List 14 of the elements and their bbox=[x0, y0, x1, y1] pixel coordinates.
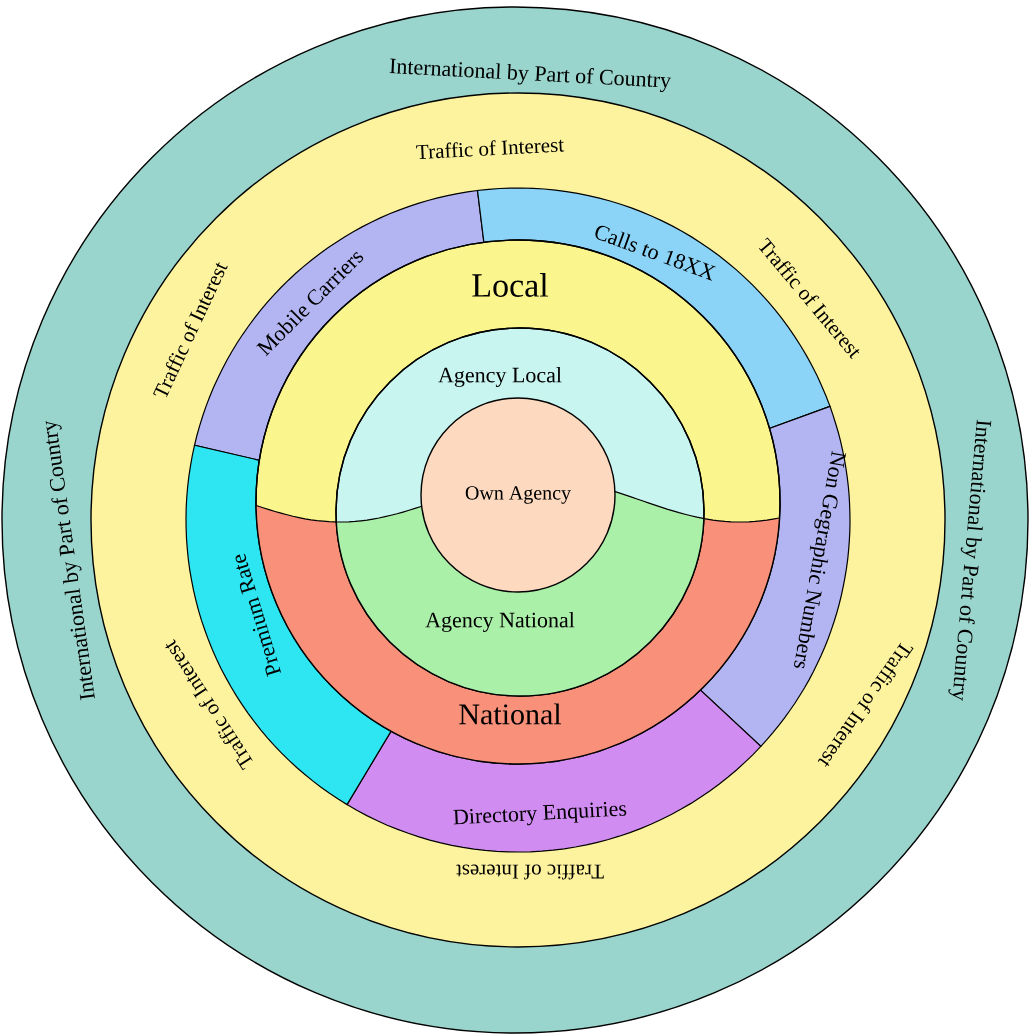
segment-label: Calls to 18XX bbox=[595, 225, 716, 281]
region-label: Agency National bbox=[425, 612, 575, 632]
segment-label: Directory Enquiries bbox=[453, 801, 627, 826]
region-label: National bbox=[459, 703, 562, 725]
segment-label: Non Gegraphic Numbers bbox=[794, 450, 847, 669]
region-label: Local bbox=[472, 273, 549, 297]
ring-label: Traffic of Interest bbox=[416, 139, 565, 159]
region-label: Agency Local bbox=[438, 367, 562, 387]
ring-label: International by Part of Country bbox=[948, 419, 992, 701]
circle-label: Own Agency bbox=[465, 486, 571, 504]
ring-label: International by Part of Country bbox=[389, 58, 672, 93]
ring-label: Traffic of Interest bbox=[456, 864, 604, 880]
segment-label: Premium Rate bbox=[235, 553, 282, 677]
ring-label: International by Part of Country bbox=[45, 420, 95, 701]
